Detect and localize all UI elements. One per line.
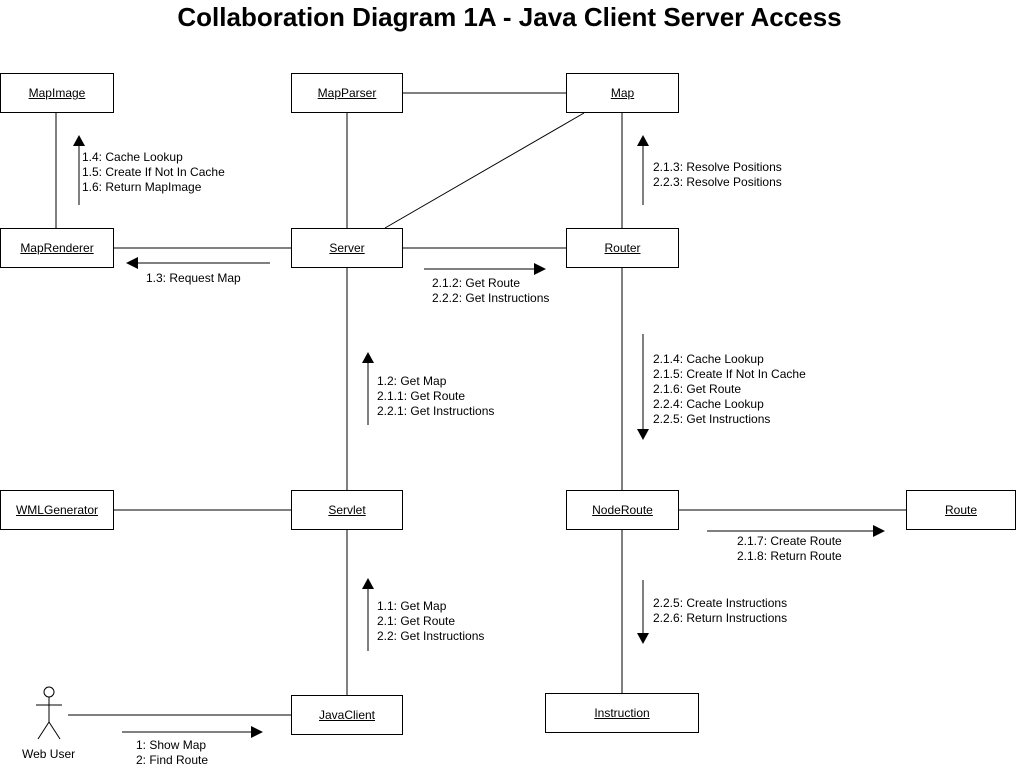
arrow-down-noderoute-instruction xyxy=(637,580,649,644)
message-line: 2.2.6: Return Instructions xyxy=(653,611,788,625)
message-label-server-router: 2.1.2: Get Route 2.2.2: Get Instructions xyxy=(432,276,549,306)
object-server: Server xyxy=(291,228,403,268)
arrow-down-router-noderoute xyxy=(637,334,649,440)
arrow-up-javaclient-servlet xyxy=(362,578,374,651)
message-line: 2.2: Get Instructions xyxy=(377,629,485,643)
object-mapparser: MapParser xyxy=(291,73,403,113)
message-label-noderoute-instruction: 2.2.5: Create Instructions 2.2.6: Return… xyxy=(653,596,787,626)
object-mapimage: MapImage xyxy=(0,73,114,113)
arrow-right-user-javaclient xyxy=(122,726,263,738)
object-route: Route xyxy=(906,490,1016,530)
message-line: 2.2.1: Get Instructions xyxy=(377,404,495,418)
message-line: 2.2.3: Resolve Positions xyxy=(653,175,782,189)
object-javaclient: JavaClient xyxy=(291,695,403,735)
object-noderoute: NodeRoute xyxy=(566,490,679,530)
message-line: 2.1.2: Get Route xyxy=(432,276,521,290)
message-line: 1.2: Get Map xyxy=(377,374,447,388)
message-line: 2.1.7: Create Route xyxy=(737,534,842,548)
message-line: 2.2.5: Get Instructions xyxy=(653,412,771,426)
message-label-request-map: 1.3: Request Map xyxy=(146,271,241,286)
arrow-up-mapimage xyxy=(73,135,85,205)
message-line: 1.1: Get Map xyxy=(377,599,447,613)
message-line: 2.1.4: Cache Lookup xyxy=(653,352,764,366)
message-label-router-noderoute: 2.1.4: Cache Lookup 2.1.5: Create If Not… xyxy=(653,352,806,427)
message-label-servlet-server: 1.2: Get Map 2.1.1: Get Route 2.2.1: Get… xyxy=(377,374,494,419)
message-label-noderoute-route: 2.1.7: Create Route 2.1.8: Return Route xyxy=(737,534,842,564)
arrow-left-request-map xyxy=(126,257,270,269)
actor-label: Web User xyxy=(22,747,76,761)
association-links xyxy=(55,92,906,716)
message-line: 2.1.6: Get Route xyxy=(653,382,742,396)
web-user-actor-figure xyxy=(36,686,62,740)
message-line: 2.1.3: Resolve Positions xyxy=(653,160,782,174)
arrow-up-resolve-positions xyxy=(637,135,649,205)
arrow-right-noderoute-route xyxy=(707,525,885,537)
message-line: 2.2.4: Cache Lookup xyxy=(653,397,764,411)
object-router: Router xyxy=(566,228,679,268)
arrow-up-servlet-server xyxy=(362,352,374,425)
message-line: 2.2.2: Get Instructions xyxy=(432,291,550,305)
message-label-mapimage: 1.4: Cache Lookup 1.5: Create If Not In … xyxy=(82,150,225,195)
object-servlet: Servlet xyxy=(291,490,403,530)
message-line: 2.1.5: Create If Not In Cache xyxy=(653,367,806,381)
message-line: 2.1.1: Get Route xyxy=(377,389,466,403)
message-label-javaclient-servlet: 1.1: Get Map 2.1: Get Route 2.2: Get Ins… xyxy=(377,599,484,644)
message-line: 1.5: Create If Not In Cache xyxy=(82,165,225,179)
object-maprenderer: MapRenderer xyxy=(0,228,114,268)
diagram-title: Collaboration Diagram 1A - Java Client S… xyxy=(177,2,842,32)
message-line: 1.4: Cache Lookup xyxy=(82,150,183,164)
message-line: 2: Find Route xyxy=(136,753,209,767)
object-instruction: Instruction xyxy=(545,693,699,733)
link-map-server xyxy=(384,112,585,229)
message-line: 2.1: Get Route xyxy=(377,614,456,628)
message-label-resolve-positions: 2.1.3: Resolve Positions 2.2.3: Resolve … xyxy=(653,160,782,190)
message-line: 2.1.8: Return Route xyxy=(737,549,842,563)
message-label-user-javaclient: 1: Show Map 2: Find Route xyxy=(136,738,208,768)
message-line: 1.6: Return MapImage xyxy=(82,180,202,194)
message-line: 2.2.5: Create Instructions xyxy=(653,596,788,610)
message-line: 1.3: Request Map xyxy=(146,271,241,285)
arrow-right-server-router xyxy=(424,263,546,275)
object-map: Map xyxy=(566,73,679,113)
message-arrows xyxy=(73,135,885,738)
object-wmlgenerator: WMLGenerator xyxy=(0,490,114,530)
message-line: 1: Show Map xyxy=(136,738,207,752)
